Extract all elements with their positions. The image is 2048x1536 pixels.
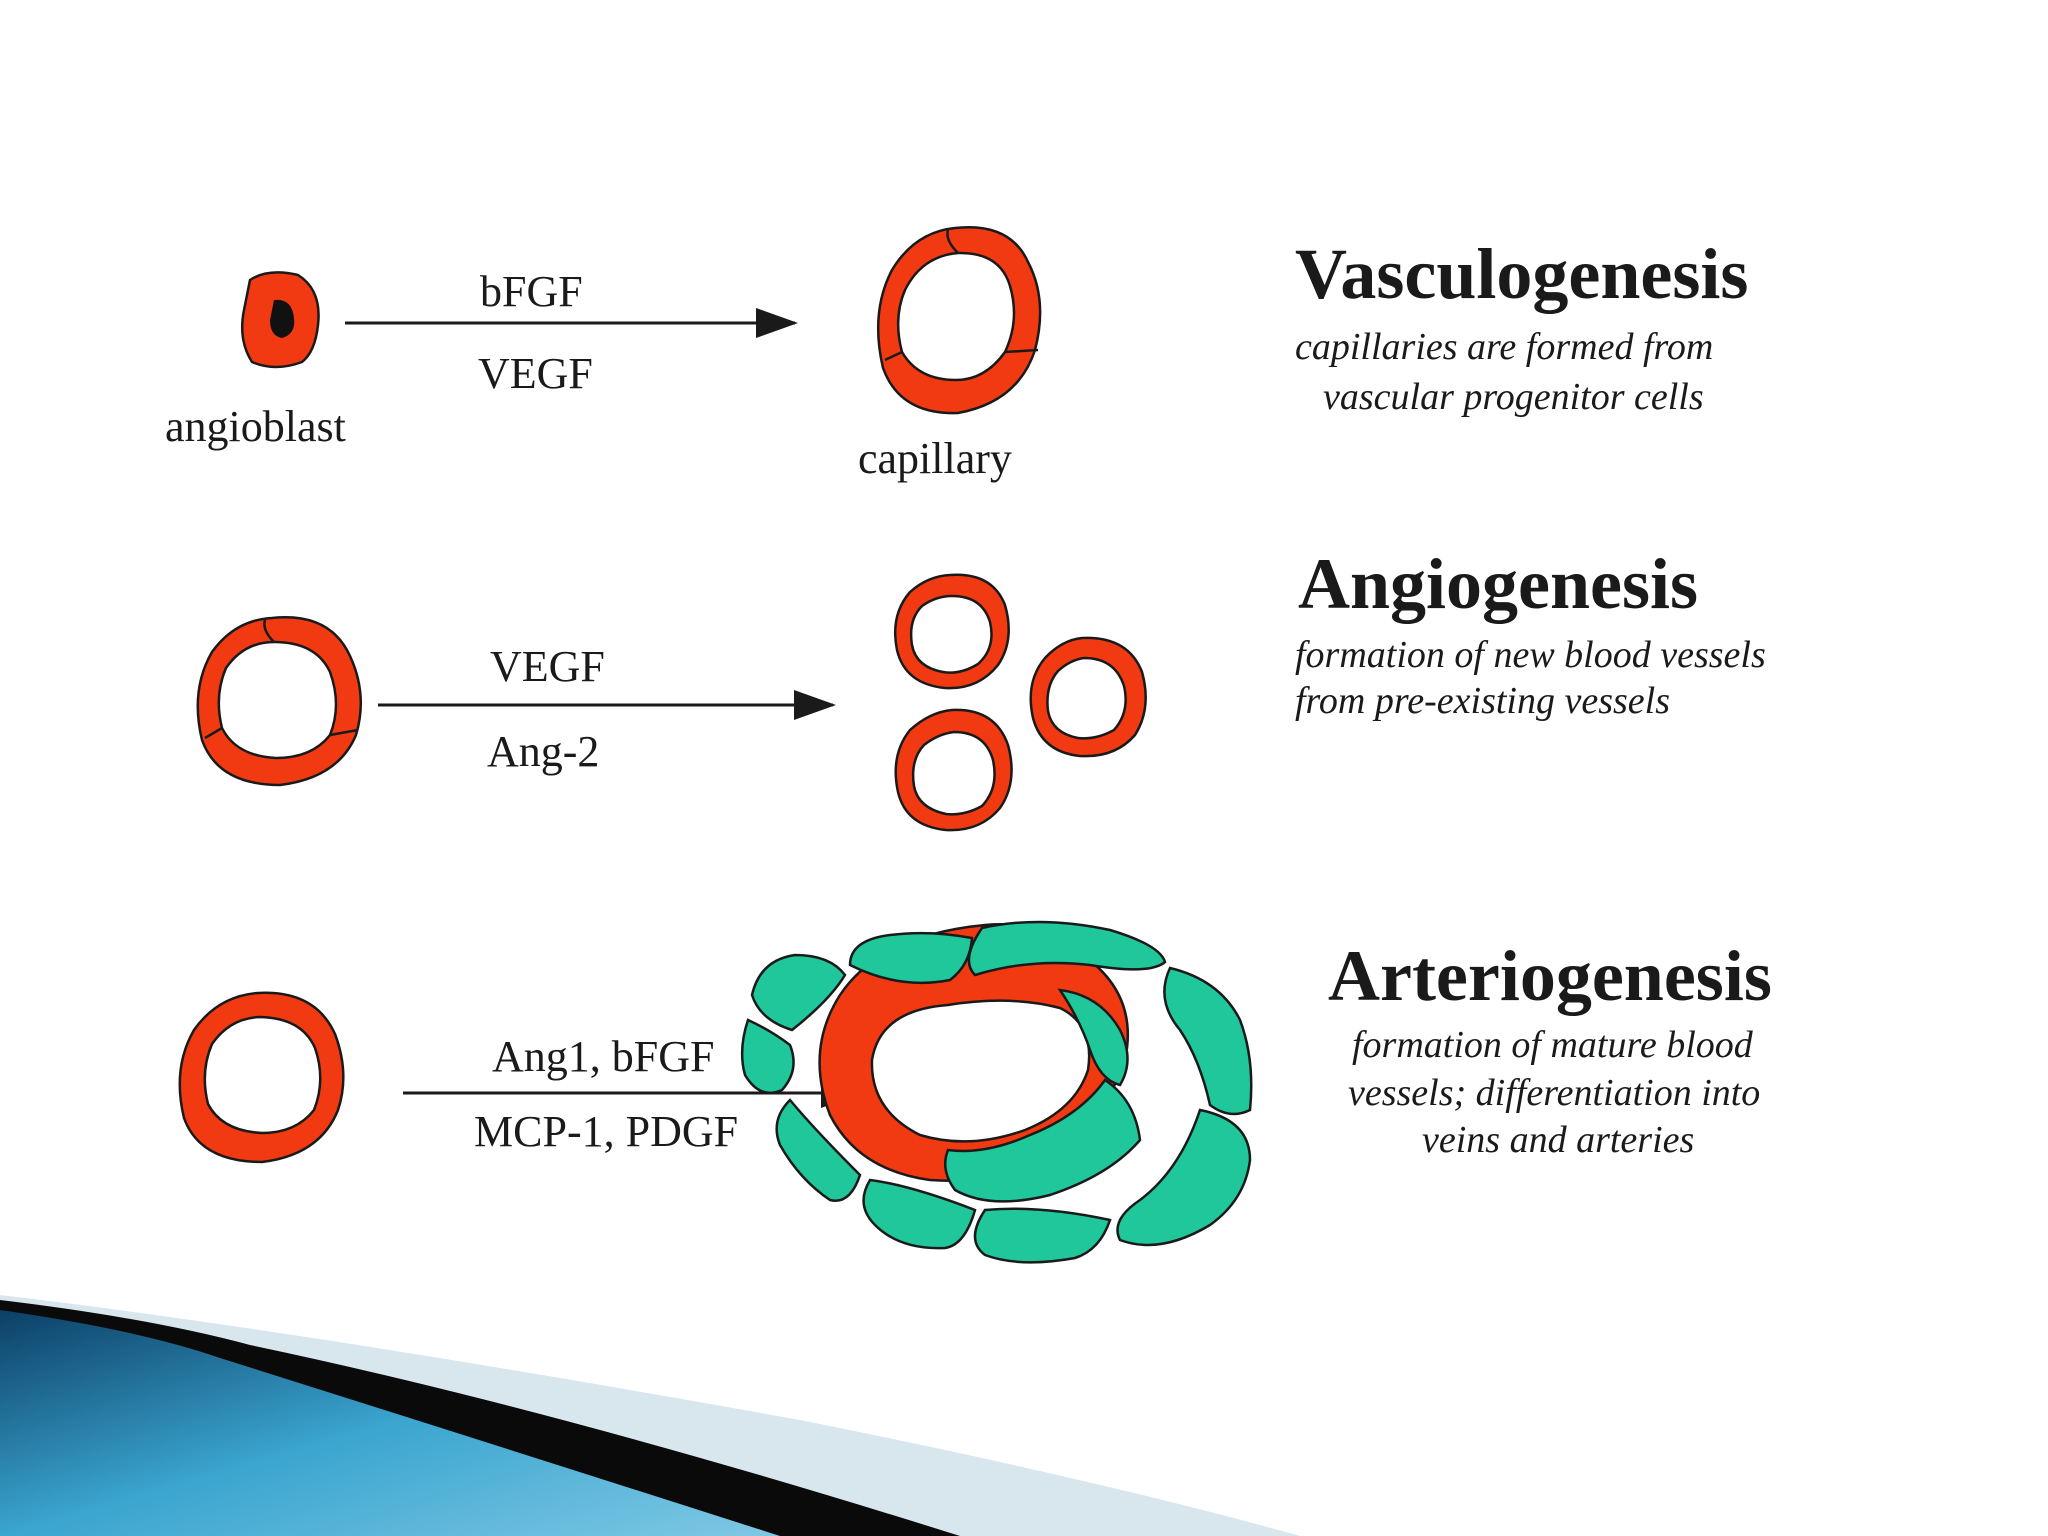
capillary-label: capillary [858,434,1012,483]
arteriogenesis-description-line3: veins and arteries [1422,1119,1695,1161]
angiogenesis-factor-bottom: Ang-2 [487,727,600,776]
smooth-muscle-cell [1116,1108,1252,1247]
vasculogenesis-heading: Vasculogenesis [1295,234,1749,314]
angiogenesis-description-line2: from pre-existing vessels [1295,680,1670,722]
new-vessel-top [893,573,1010,690]
smooth-muscle-cell [1057,988,1129,1087]
angioblast-label: angioblast [165,402,346,451]
angiogenesis-description-line1: formation of new blood vessels [1295,634,1766,676]
vasculogenesis-factor-bottom: VEGF [478,349,593,398]
smooth-muscle-cell [848,931,974,985]
angiogenesis-heading: Angiogenesis [1298,544,1699,624]
vasculogenesis-description-line2: vascular progenitor cells [1323,376,1704,418]
angioblast-cell [241,271,320,369]
new-vessel-bottom [894,708,1013,832]
arteriogenesis-factor-top: Ang1, bFGF [492,1032,715,1081]
angiogenesis-factor-top: VEGF [490,642,605,691]
arteriogenesis-heading: Arteriogenesis [1328,936,1772,1016]
smooth-muscle-cell [973,1207,1112,1264]
new-vessel-right [1029,636,1147,758]
mature-artery [740,920,1253,1264]
smooth-muscle-cell [775,1098,862,1202]
arteriogenesis-factor-bottom: MCP-1, PDGF [474,1107,739,1156]
smooth-muscle-cell [943,1078,1142,1203]
smooth-muscle-cell [750,953,847,1032]
pre-existing-vessel [196,616,363,787]
vasculogenesis-description-line1: capillaries are formed from [1295,326,1714,368]
arteriole-source-vessel [178,991,345,1164]
smooth-muscle-cell [862,1178,977,1250]
smooth-muscle-cell [967,920,1167,977]
smooth-muscle-cell [740,1018,795,1095]
slide-swoosh-decoration [0,1295,1300,1536]
smooth-muscle-cell [1163,966,1253,1116]
arteriogenesis-description-line1: formation of mature blood [1352,1024,1753,1066]
vasculogenesis-factor-top: bFGF [480,267,583,316]
arteriogenesis-description-line2: vessels; differentiation into [1348,1072,1761,1114]
capillary-vessel [876,226,1042,415]
